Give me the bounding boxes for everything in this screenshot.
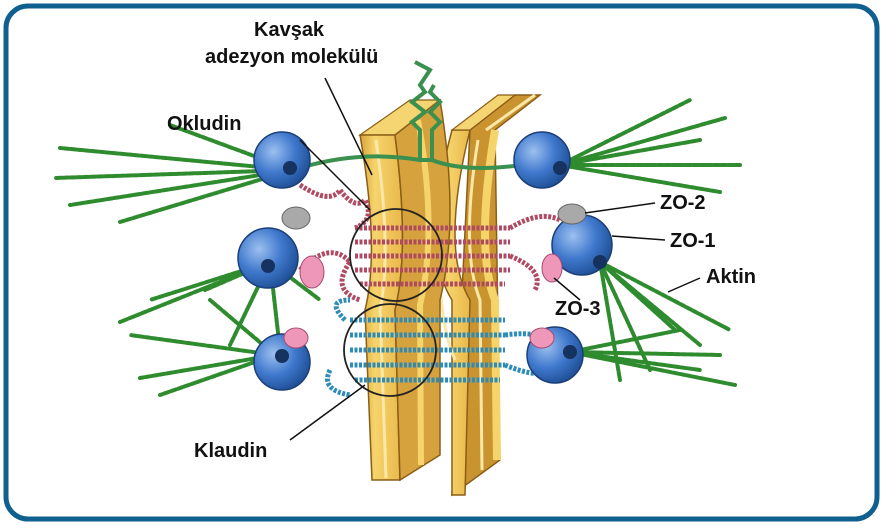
zo3-label: ZO-3	[555, 298, 601, 320]
junction-molecule-label-line2: adezyon molekülü	[205, 46, 378, 68]
claudin-label: Klaudin	[194, 440, 267, 462]
junction-molecule-label-line1: Kavşak	[254, 19, 324, 41]
zo2-label: ZO-2	[660, 192, 706, 214]
actin-label: Aktin	[706, 266, 756, 288]
zo1-label: ZO-1	[670, 230, 716, 252]
occludin-label: Okludin	[167, 113, 241, 135]
